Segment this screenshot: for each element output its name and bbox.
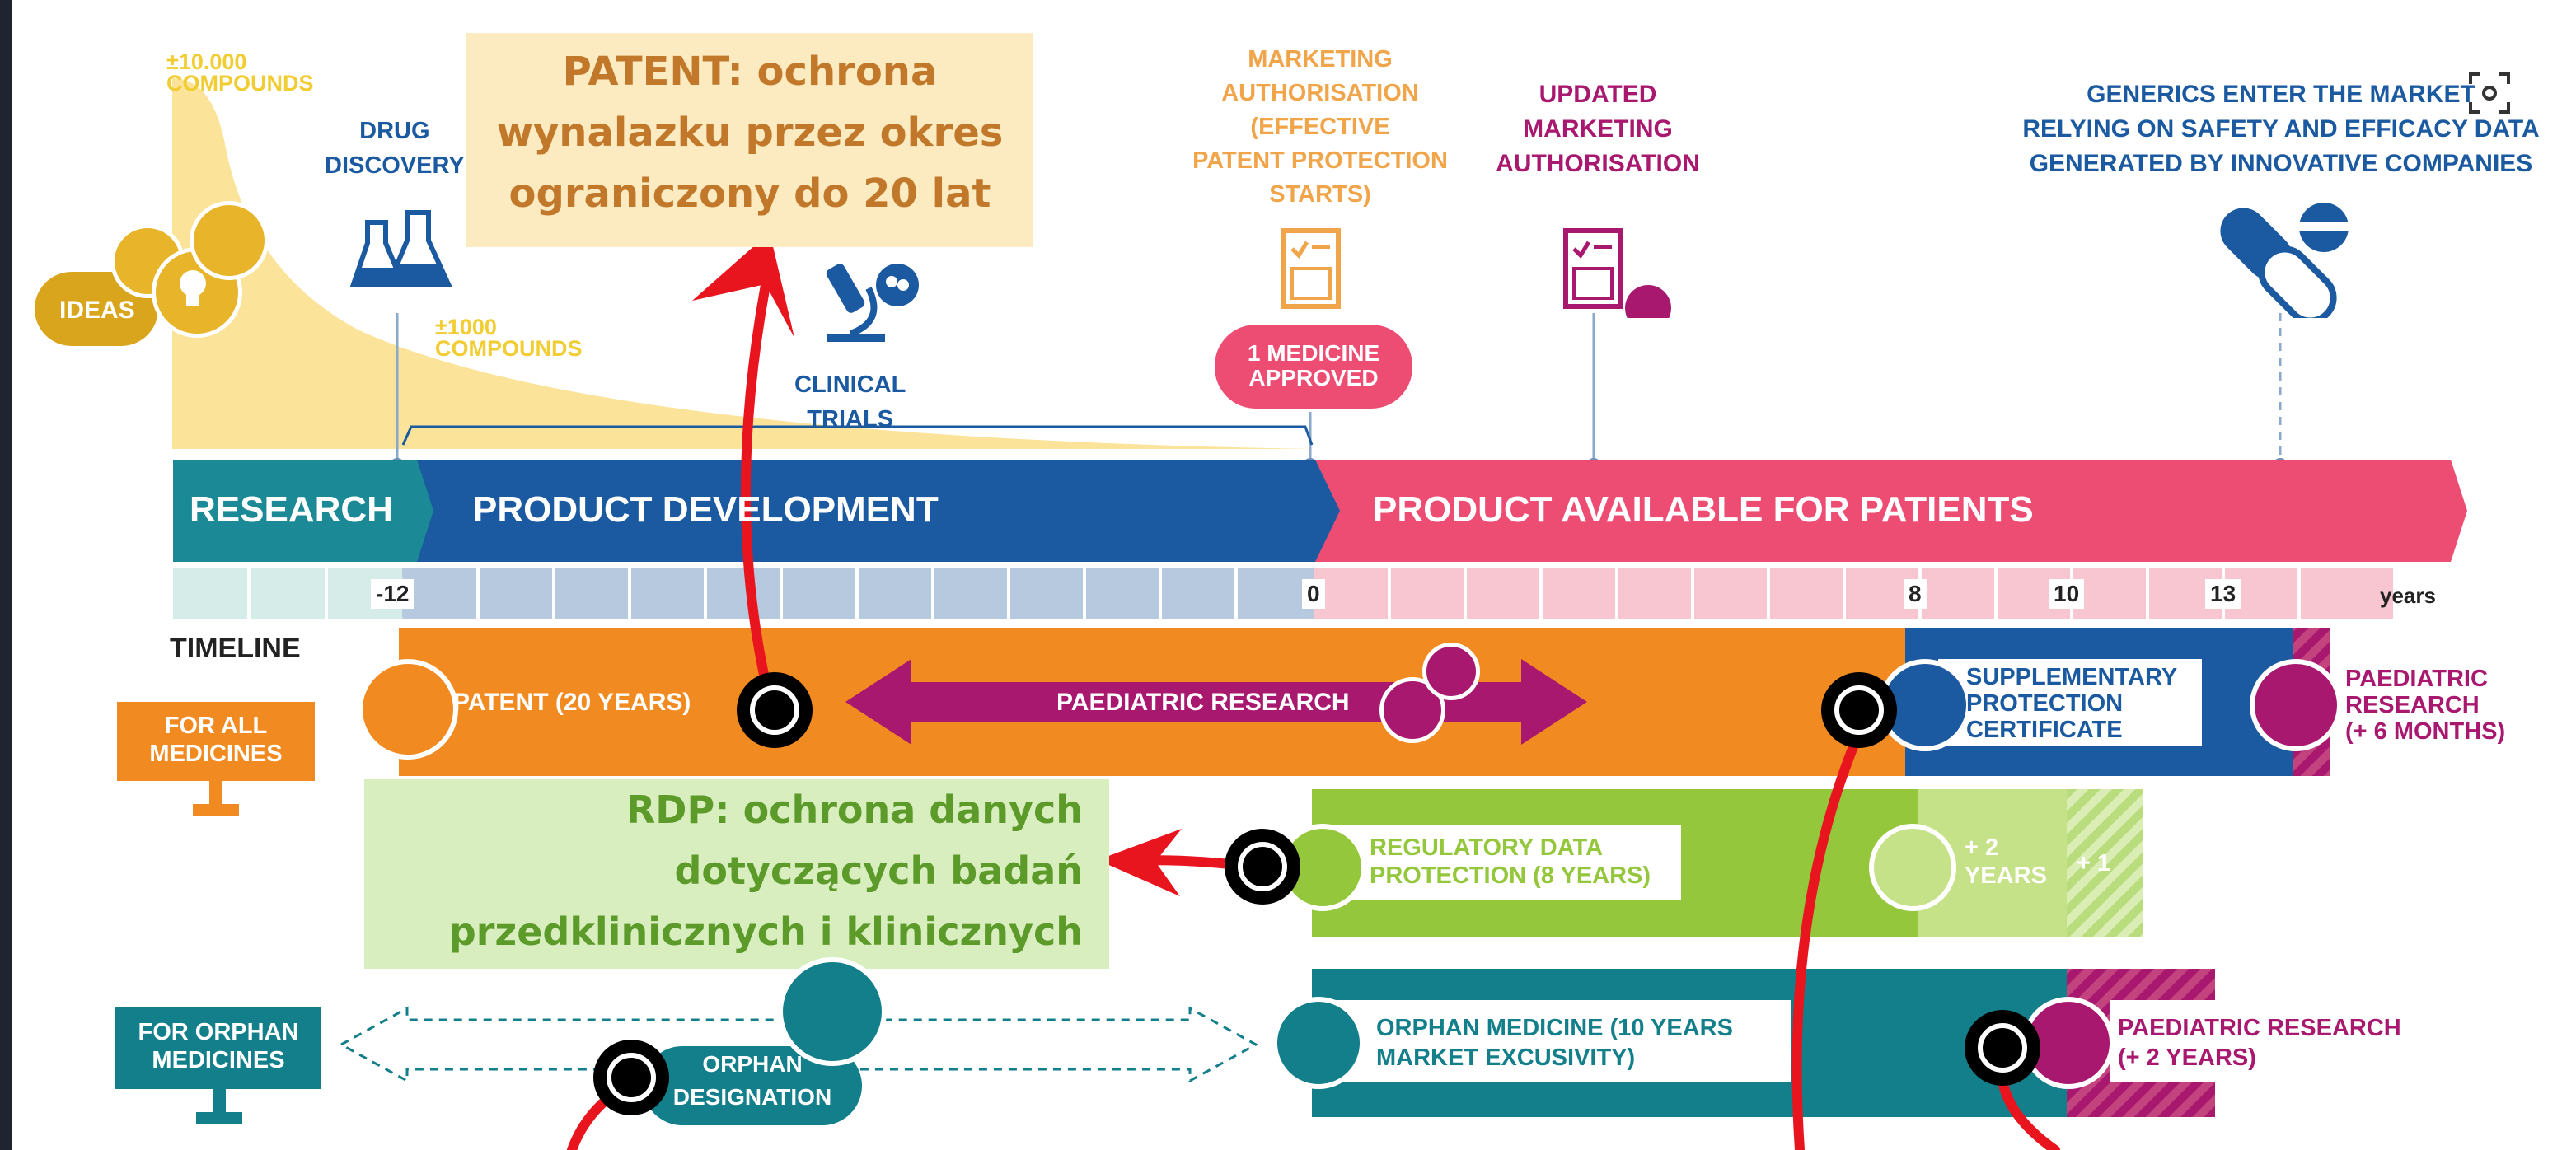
paediatric-2y-hotspot[interactable] [1965,1010,2040,1086]
rdp-callout-text: RDP: ochrona danych dotyczących badań pr… [448,788,1083,954]
medicine-approved-label: 1 MEDICINE APPROVED [1247,340,1380,390]
rdp-hotspot[interactable] [1225,829,1300,905]
tick-13: 13 [2205,579,2241,609]
updated-marketing-label: UPDATED MARKETING AUTHORISATION [1496,81,1700,177]
product-development-band [417,460,1347,562]
for-all-medicines-label: FOR ALL MEDICINES [149,713,283,767]
patent-hotspot[interactable] [737,672,813,748]
for-orphan-medicines-sign [115,1007,321,1089]
microscope-icon [2250,659,2342,751]
plus1-bar [2067,789,2143,937]
timeline-unit: years [2380,583,2436,608]
medicine-approved-badge [1215,325,1412,409]
rdp-arrowhead [1098,829,1182,896]
lightbulb-glyph [180,270,206,306]
spc-hotspot[interactable] [1821,672,1897,748]
compounds-10000-label: ±10.000 COMPOUNDS [166,49,314,96]
paediatric-icon [1422,643,1480,700]
orphan-medicine-box [1330,1000,1791,1082]
for-all-medicines-sign [117,702,315,781]
research-band [173,460,440,562]
patent-callout-text: PATENT: ochrona wynalazku przez okres og… [496,49,1004,217]
ideas-label: IDEAS [59,297,135,324]
patent-arrowhead [692,232,794,338]
for-all-post [209,778,222,809]
microscope-icon [826,264,919,342]
for-orphan-post [213,1086,226,1117]
plus1-label: + 1 [2077,850,2111,877]
paediatric-2y-box [2110,1000,2466,1082]
orphan-medicine-label: ORPHAN MEDICINE (10 YEARS MARKET EXCUSIV… [1376,1015,1733,1071]
product-available-band [1315,460,2467,562]
orphan-document-icon [778,957,887,1066]
tick-minus-12: -12 [371,579,415,609]
product-development-label: PRODUCT DEVELOPMENT [473,489,939,530]
paediatric-2y-label: PAEDIATRIC RESEARCH (+ 2 YEARS) [2118,1015,2401,1071]
microscope-icon [1272,997,1365,1089]
flask-icon [349,210,452,287]
patent-callout-box [466,33,1033,247]
tick-10: 10 [2049,579,2085,609]
rdp-label: REGULATORY DATA PROTECTION (8 YEARS) [1370,834,1651,889]
generics-label: GENERICS ENTER THE MARKET RELYING ON SAF… [2022,81,2540,177]
orphan-hotspot[interactable] [593,1040,669,1115]
tick-8: 8 [1904,579,1927,609]
document-icon [1281,228,1341,309]
marketing-authorisation-label: MARKETING AUTHORISATION (EFFECTIVE PATEN… [1192,46,1448,208]
paediatric-6m-label: PAEDIATRIC RESEARCH (+ 6 MONTHS) [2345,666,2506,745]
compounds-1000-label: ±1000 COMPOUNDS [435,315,583,361]
drug-discovery-label: DRUG DISCOVERY [325,118,465,179]
updated-document-icon [1563,228,1671,318]
product-available-label: PRODUCT AVAILABLE FOR PATIENTS [1373,489,2034,530]
patent-label: PATENT (20 YEARS) [453,689,691,716]
research-band-label: RESEARCH [190,489,393,530]
spc-label: SUPPLEMENTARY PROTECTION CERTIFICATE [1966,664,2178,743]
patent-document-icon [358,659,458,760]
lightbulb-icon [190,201,269,280]
timeline-dividers [247,568,2301,619]
compounds-funnel [172,78,1314,449]
paediatric-research-label: PAEDIATRIC RESEARCH [1056,689,1350,716]
spc-box [1938,659,2202,746]
diagram-frame: ±10.000 COMPOUNDS DRUG DISCOVERY IDEAS ±… [12,0,2576,1150]
plus2-label: + 2 YEARS [1965,834,2047,889]
lens-icon[interactable] [2467,71,2512,115]
clinical-trials-bracket [401,425,1314,446]
folder-icon [1869,824,1956,911]
rdp-callout-box [364,779,1109,969]
pills-icon [2220,203,2349,318]
orphan-designation-label: ORPHAN DESIGNATION [672,1051,832,1110]
for-orphan-medicines-label: FOR ORPHAN MEDICINES [138,1019,299,1073]
orphan-dashed-arrow [338,1006,1259,1083]
rdp-box [1327,825,1681,900]
clinical-trials-label: CLINICAL TRIALS [794,372,906,432]
tick-0: 0 [1302,579,1325,609]
paediatric-research-arrow [845,659,1587,745]
timeline-label: TIMELINE [170,633,301,664]
